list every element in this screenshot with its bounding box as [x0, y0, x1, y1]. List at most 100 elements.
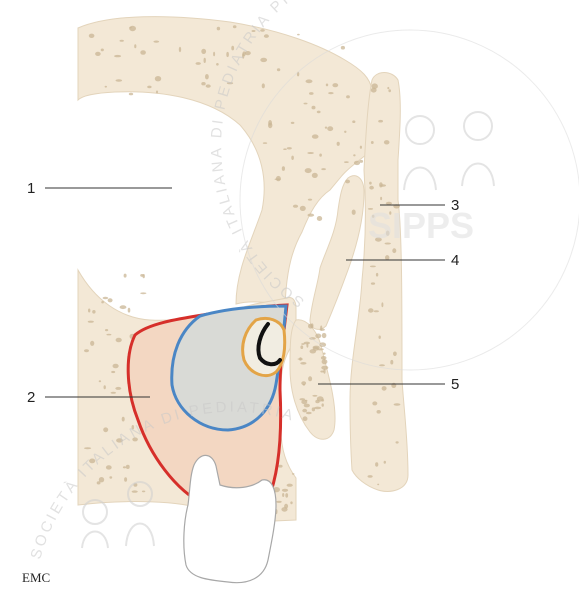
bone-pore [341, 46, 345, 50]
bone-pore [276, 501, 282, 503]
bone-pore [321, 399, 324, 402]
bone-pore [317, 216, 322, 221]
bone-pore [262, 83, 265, 88]
bone-pore [113, 364, 119, 369]
bone-pore [233, 25, 237, 28]
bone-pore [328, 92, 334, 94]
bone-pore [309, 92, 314, 95]
bone-pore [142, 491, 145, 493]
bone-pore [281, 507, 287, 512]
bone-pore [300, 206, 306, 211]
bone-pore [129, 27, 131, 29]
bone-pore [88, 309, 90, 313]
bone-pore [201, 49, 206, 54]
bone-pore [312, 173, 318, 178]
bone-pore [375, 462, 378, 466]
bone-pore [368, 308, 374, 312]
bone-pore [300, 362, 306, 365]
bone-pore [84, 349, 89, 352]
bone-pore [124, 477, 127, 482]
bone-pore [129, 93, 133, 96]
bone-pore [379, 364, 385, 366]
bone-pore [123, 466, 126, 468]
bone-pore [116, 79, 123, 82]
bone-pore [90, 341, 94, 346]
bone-pore [282, 489, 288, 492]
bone-pore [322, 403, 324, 406]
bone-pore [308, 214, 315, 217]
bone-pore [369, 186, 374, 190]
bone-pore [378, 120, 383, 123]
bone-pore [291, 122, 295, 124]
bone-pore [106, 465, 112, 469]
bone-pore [392, 248, 396, 253]
bone-pore [390, 360, 393, 365]
bone-pore [304, 404, 310, 408]
bone-pore [99, 380, 101, 382]
bone-pore [201, 82, 205, 85]
bone-pore [371, 282, 375, 284]
bone-pore [327, 126, 333, 131]
bone-pore [337, 142, 340, 146]
bone-pore [293, 205, 298, 208]
bone-pore [304, 103, 308, 105]
bone-pore [359, 160, 363, 163]
bone-pore [352, 210, 356, 215]
bone-pore [143, 274, 145, 278]
bone-pore [396, 441, 399, 443]
bone-pore [297, 34, 300, 36]
bone-pore [88, 321, 94, 323]
bone-pore [305, 168, 312, 173]
bone-pore [120, 305, 127, 309]
bone-pore [134, 44, 136, 48]
bone-pore [379, 182, 383, 187]
bone-pore [106, 334, 111, 336]
bone-pore [384, 461, 386, 464]
bone-pore [114, 55, 121, 57]
bone-pore [303, 416, 308, 421]
bone-pore [325, 127, 327, 129]
bone-pore [370, 266, 376, 268]
bone-pore [371, 141, 374, 144]
bone-pore [99, 477, 104, 482]
publisher-mark: EMC [22, 570, 50, 585]
bone-pore [109, 476, 112, 478]
bone-pore [353, 154, 355, 156]
bone-pore [95, 52, 101, 56]
bone-pore [385, 255, 389, 260]
bone-pore [360, 146, 362, 149]
bone-pore [393, 352, 397, 357]
bone-pore [111, 371, 115, 373]
bone-pore [369, 182, 372, 185]
bone-pore [263, 142, 267, 144]
bone-pore [105, 86, 107, 88]
bone-pore [394, 403, 401, 406]
bone-pore [345, 180, 350, 184]
bone-pore [282, 166, 285, 171]
bone-pore [307, 152, 314, 154]
bone-pore [321, 356, 327, 360]
bone-pore [314, 407, 321, 410]
bone-pore [260, 58, 267, 62]
bone-pore [312, 395, 317, 397]
bone-pore [346, 95, 350, 98]
bone-pore [287, 484, 293, 487]
bone-pore [84, 447, 91, 449]
bone-pore [216, 63, 219, 66]
bone-pore [322, 333, 327, 338]
bone-pore [290, 501, 292, 504]
bone-pore [384, 140, 390, 144]
bone-pore [388, 89, 391, 92]
label-1: 1 [27, 180, 35, 197]
bone-pore [299, 357, 302, 361]
bone-pore [326, 84, 328, 87]
bone-pore [217, 27, 220, 31]
bone-pore [352, 120, 355, 123]
bone-pore [128, 308, 131, 313]
bone-pore [376, 273, 378, 277]
bone-pore [140, 292, 146, 294]
bone-pore [323, 353, 326, 355]
bone-pore [300, 345, 303, 349]
bone-pore [311, 323, 314, 328]
